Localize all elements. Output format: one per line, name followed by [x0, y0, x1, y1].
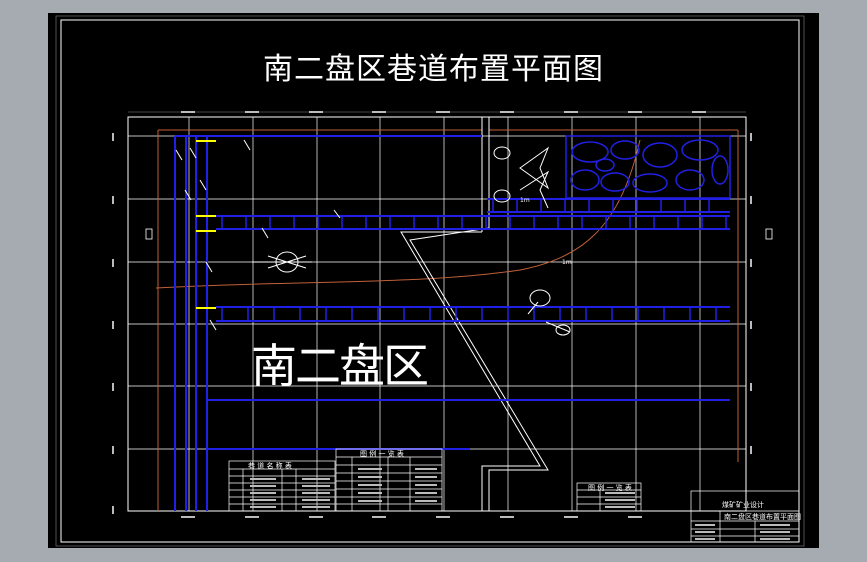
sheet-border	[60, 19, 800, 543]
symbol-table	[335, 448, 443, 512]
contour-label: 1m	[562, 259, 572, 266]
symbol-table-rows	[358, 468, 437, 502]
map-frame	[127, 116, 747, 512]
ventilation-arrow-icon	[493, 146, 571, 336]
upper-crosscuts	[221, 199, 727, 229]
vent-label: 1m	[520, 197, 530, 204]
title-block-drawing-name: 南二盘区巷道布置平面图	[724, 513, 801, 521]
symbol-table-title: 图 例 一 览 表	[360, 450, 404, 458]
title-block-fields	[695, 524, 790, 540]
crosscut-connectors	[196, 140, 216, 309]
drawing-title: 南二盘区巷道布置平面图	[263, 52, 604, 87]
main-roadways	[174, 135, 482, 511]
title-block	[690, 490, 800, 543]
grid-tick-markers	[112, 111, 752, 518]
grid-vertical-lines	[188, 117, 701, 511]
area-label: 南二盘区	[251, 339, 429, 393]
roadway-annotations	[175, 139, 341, 331]
north-arrow-icon	[252, 251, 312, 273]
outer-sheet-border	[55, 15, 805, 547]
drawing-sheet	[48, 13, 819, 548]
lower-crosscuts	[221, 307, 717, 321]
roadway-name-table-rows	[250, 478, 330, 508]
goaf-area	[565, 135, 731, 199]
roadway-name-table	[228, 460, 336, 512]
small-symbol-table	[576, 482, 642, 512]
upper-gateway	[216, 198, 730, 230]
title-block-company: 煤矿矿业设计	[722, 501, 764, 509]
small-symbol-table-rows	[605, 492, 635, 508]
panel-outline	[400, 117, 549, 511]
small-symbol-table-title: 图 例 一 览 表	[588, 484, 632, 492]
roadway-name-table-title: 巷 道 名 称 表	[248, 462, 292, 470]
